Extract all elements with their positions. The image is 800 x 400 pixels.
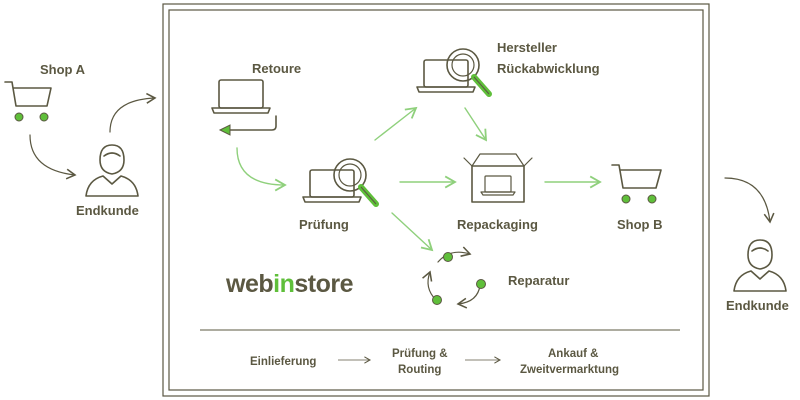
arrow-shop-a-to-customer	[29, 134, 77, 180]
webinstore-logo: webinstore	[225, 270, 354, 298]
logo-in: in	[273, 270, 294, 298]
arrow-retoure-to-pruefung	[236, 147, 287, 192]
pruefung-magnifier-icon	[302, 158, 379, 207]
arrow-customer-to-process	[109, 92, 157, 133]
reparatur-label: Reparatur	[508, 273, 569, 288]
logo-web: web	[225, 270, 273, 298]
shop-a-label: Shop A	[40, 62, 86, 77]
hersteller-magnifier-icon	[416, 48, 492, 97]
retoure-laptop-icon	[211, 79, 277, 136]
step-ankauf-line2: Zweitvermarktung	[520, 364, 619, 376]
customer-right-icon	[733, 239, 787, 292]
retoure-label: Retoure	[252, 61, 301, 76]
hersteller-label-line1: Hersteller	[497, 40, 557, 55]
arrow-process-to-customer	[724, 177, 775, 224]
svg-text:webinstore: webinstore	[225, 270, 354, 298]
shop-b-cart-icon	[611, 164, 662, 204]
shop-b-label: Shop B	[617, 217, 663, 232]
pruefung-label: Prüfung	[299, 217, 349, 232]
step-ankauf-line1: Ankauf &	[548, 348, 598, 360]
reparatur-cycle-icon	[422, 246, 486, 309]
repackaging-box-icon	[463, 153, 533, 203]
step-pruefung-routing-line1: Prüfung &	[392, 348, 448, 360]
step-pruefung-routing-line2: Routing	[398, 364, 441, 376]
shop-a-cart-icon	[4, 81, 52, 122]
customer-left-icon	[85, 144, 139, 197]
hersteller-label-line2: Rückabwicklung	[497, 61, 600, 76]
logo-store: store	[294, 270, 353, 298]
step-einlieferung: Einlieferung	[250, 356, 316, 368]
customer-right-label: Endkunde	[726, 298, 789, 313]
repackaging-label: Repackaging	[457, 217, 538, 232]
customer-left-label: Endkunde	[76, 203, 139, 218]
main-frame	[162, 3, 710, 397]
green-flow-arrows	[374, 106, 602, 252]
